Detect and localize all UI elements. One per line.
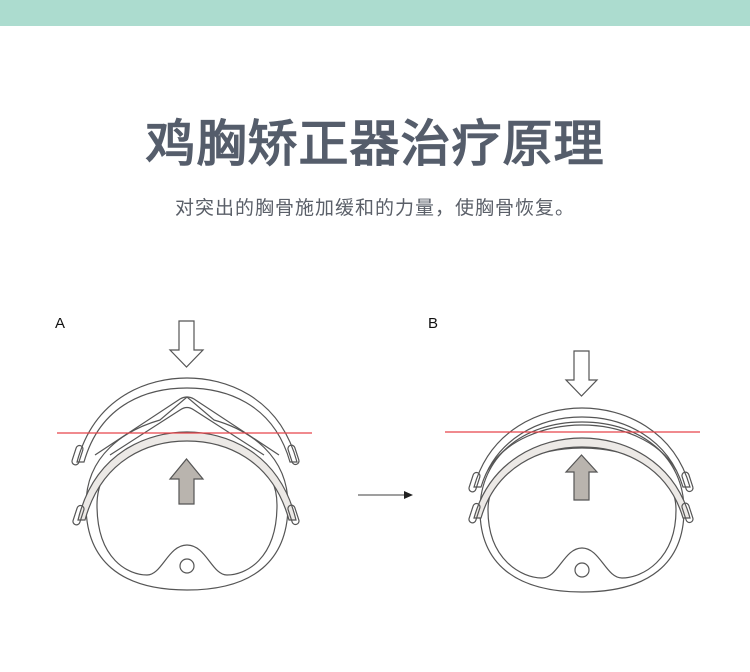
panel-label-a: A xyxy=(55,315,66,332)
brace-inner-band xyxy=(473,437,691,519)
up-support-arrow-icon xyxy=(168,458,205,505)
brace-outer-band xyxy=(76,377,298,463)
brace-outer-band xyxy=(473,407,691,488)
brace-inner-band xyxy=(77,431,297,521)
panel-a-diagram xyxy=(71,320,300,591)
panel-b-diagram xyxy=(468,350,694,593)
panel-label-b: B xyxy=(428,315,439,332)
down-pressure-arrow-icon xyxy=(564,350,599,397)
transition-arrow-icon xyxy=(358,491,413,499)
page-title: 鸡胸矫正器治疗原理 xyxy=(145,115,605,173)
up-support-arrow-icon xyxy=(564,454,599,501)
page-subtitle: 对突出的胸骨施加缓和的力量，使胸骨恢复。 xyxy=(174,197,575,219)
top-color-band xyxy=(0,0,750,26)
down-pressure-arrow-icon xyxy=(168,320,205,368)
